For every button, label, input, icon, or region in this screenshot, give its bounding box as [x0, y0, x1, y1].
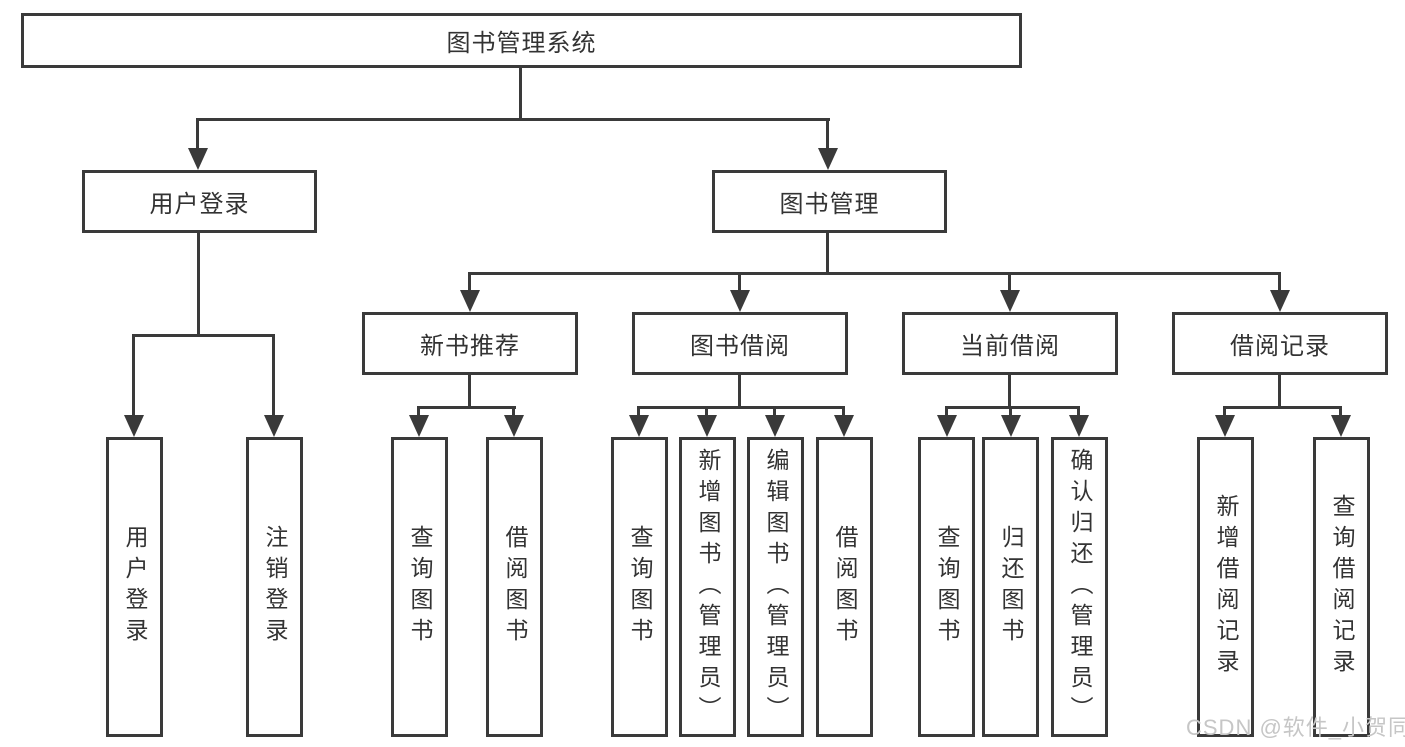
node-current-borrowing: 当前借阅	[902, 312, 1118, 375]
connector-user-login-branch	[132, 334, 275, 337]
connector-root-stem	[519, 66, 522, 120]
leaf-label: 查询借阅记录	[1329, 494, 1355, 680]
arrow-down-icon	[1001, 415, 1021, 437]
leaf-query-books-recommend: 查询图书	[391, 437, 448, 737]
leaf-query-books-current: 查询图书	[918, 437, 975, 737]
connector-stem	[738, 374, 741, 408]
node-label: 图书管理系统	[446, 30, 597, 57]
connector-stem	[272, 334, 275, 419]
leaf-label: 借阅图书	[832, 525, 858, 649]
arrow-down-icon	[629, 415, 649, 437]
connector-stem	[1223, 406, 1226, 419]
leaf-label: 查询图书	[934, 525, 960, 649]
connector-stem	[738, 272, 741, 294]
node-book-management: 图书管理	[712, 170, 947, 233]
node-new-book-recommend: 新书推荐	[362, 312, 578, 375]
arrow-down-icon	[1215, 415, 1235, 437]
connector-stem	[1278, 374, 1281, 408]
arrow-down-icon	[264, 415, 284, 437]
node-label: 图书借阅	[690, 333, 790, 360]
node-user-login: 用户登录	[82, 170, 317, 233]
arrow-down-icon	[730, 290, 750, 312]
connector-stem	[468, 272, 471, 294]
connector-branch	[945, 406, 1080, 409]
connector-stem	[842, 406, 845, 419]
connector-stem	[468, 374, 471, 408]
node-label: 借阅记录	[1230, 333, 1330, 360]
leaf-query-books-borrowing: 查询图书	[611, 437, 668, 737]
arrow-down-icon	[1069, 415, 1089, 437]
connector-stem	[417, 406, 420, 419]
arrow-down-icon	[124, 415, 144, 437]
arrow-down-icon	[818, 148, 838, 170]
connector-stem	[705, 406, 708, 419]
connector-root-branch	[196, 118, 830, 121]
leaf-label: 归还图书	[998, 525, 1024, 649]
connector-stem	[826, 118, 829, 154]
leaf-add-borrow-record: 新增借阅记录	[1197, 437, 1254, 737]
node-library-management-system: 图书管理系统	[21, 13, 1022, 68]
connector-stem	[945, 406, 948, 419]
arrow-down-icon	[765, 415, 785, 437]
arrow-down-icon	[1331, 415, 1351, 437]
arrow-down-icon	[1270, 290, 1290, 312]
node-label: 用户登录	[149, 191, 250, 218]
connector-stem	[773, 406, 776, 419]
connector-branch	[417, 406, 516, 409]
leaf-logout: 注销登录	[246, 437, 303, 737]
leaf-user-login: 用户登录	[106, 437, 163, 737]
leaf-query-borrow-record: 查询借阅记录	[1313, 437, 1370, 737]
arrow-down-icon	[697, 415, 717, 437]
arrow-down-icon	[834, 415, 854, 437]
connector-branch	[637, 406, 845, 409]
connector-branch	[1223, 406, 1342, 409]
leaf-label: 新增图书（管理员）	[695, 447, 721, 727]
connector-stem	[196, 118, 199, 154]
leaf-confirm-return-admin: 确认归还（管理员）	[1051, 437, 1108, 737]
connector-book-management-branch	[468, 272, 1281, 275]
connector-stem	[1008, 374, 1011, 408]
connector-stem	[512, 406, 515, 419]
connector-book-management-stem	[826, 232, 829, 274]
connector-stem	[1077, 406, 1080, 419]
leaf-label: 查询图书	[407, 525, 433, 649]
leaf-edit-books-admin: 编辑图书（管理员）	[747, 437, 804, 737]
leaf-label: 借阅图书	[502, 525, 528, 649]
arrow-down-icon	[504, 415, 524, 437]
arrow-down-icon	[937, 415, 957, 437]
leaf-label: 确认归还（管理员）	[1067, 447, 1093, 727]
arrow-down-icon	[1000, 290, 1020, 312]
arrow-down-icon	[188, 148, 208, 170]
connector-stem	[1278, 272, 1281, 294]
leaf-label: 新增借阅记录	[1213, 494, 1239, 680]
leaf-label: 编辑图书（管理员）	[763, 447, 789, 727]
leaf-label: 查询图书	[627, 525, 653, 649]
leaf-borrow-books: 借阅图书	[816, 437, 873, 737]
connector-stem	[1009, 406, 1012, 419]
arrow-down-icon	[409, 415, 429, 437]
leaf-label: 用户登录	[122, 525, 148, 649]
arrow-down-icon	[460, 290, 480, 312]
leaf-borrow-books-recommend: 借阅图书	[486, 437, 543, 737]
node-label: 新书推荐	[420, 333, 520, 360]
leaf-add-books-admin: 新增图书（管理员）	[679, 437, 736, 737]
connector-stem	[132, 334, 135, 419]
connector-user-login-stem	[197, 232, 200, 336]
leaf-label: 注销登录	[262, 525, 288, 649]
node-label: 当前借阅	[960, 333, 1060, 360]
node-borrowing-records: 借阅记录	[1172, 312, 1388, 375]
node-label: 图书管理	[779, 191, 880, 218]
connector-stem	[1339, 406, 1342, 419]
node-book-borrowing: 图书借阅	[632, 312, 848, 375]
leaf-return-books: 归还图书	[982, 437, 1039, 737]
csdn-watermark: CSDN @软件_小贺同学	[1186, 715, 1405, 740]
connector-stem	[637, 406, 640, 419]
connector-stem	[1008, 272, 1011, 294]
